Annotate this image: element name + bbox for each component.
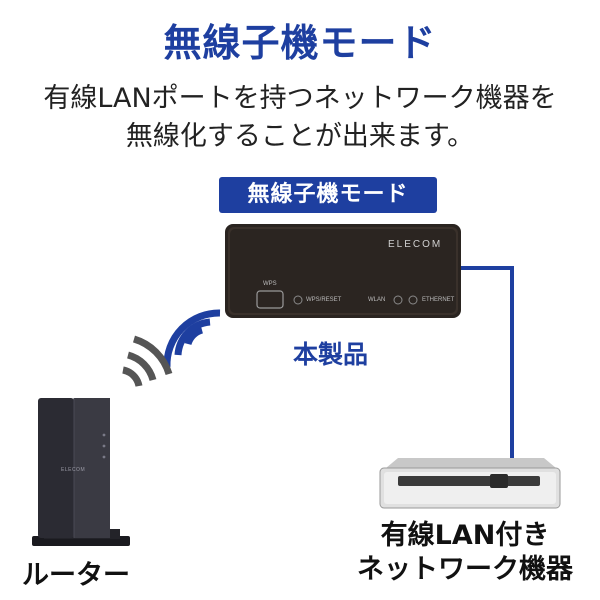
wps-reset-led-icon [293, 295, 303, 305]
wps-button [256, 290, 284, 309]
port-icon [490, 474, 508, 488]
product-caption: 本製品 [293, 340, 369, 369]
port-bar [398, 476, 540, 486]
router-signal-icon [122, 335, 173, 387]
wired-device-caption: 有線LAN付き ネットワーク機器 [335, 519, 595, 587]
wps-reset-label: WPS/RESET [306, 297, 342, 303]
router-caption: ルーター [22, 560, 130, 591]
wlan-label: WLAN [368, 297, 386, 303]
page-title: 無線子機モード [163, 21, 437, 65]
description: 有線LANポートを持つネットワーク機器を 無線化することが出来ます。 [0, 80, 600, 156]
wps-label: WPS [263, 281, 277, 287]
wired-network-device [379, 458, 561, 509]
router [32, 398, 130, 546]
ethernet-led-icon [408, 295, 418, 305]
product-device [225, 224, 461, 318]
mode-badge: 無線子機モード [219, 177, 437, 213]
description-line-2: 無線化することが出来ます。 [125, 121, 475, 152]
wlan-led-icon [393, 295, 403, 305]
device-signal-icon [163, 309, 221, 368]
wired-device-caption-line-2: ネットワーク機器 [357, 554, 573, 585]
wired-device-caption-line-1: 有線LAN付き [380, 520, 550, 551]
device-brand-logo: ELECOM [388, 239, 443, 250]
lan-cable [458, 266, 514, 468]
router-brand-logo: ELECOM [61, 467, 86, 473]
ethernet-label: ETHERNET [422, 297, 455, 303]
description-line-1: 有線LANポートを持つネットワーク機器を [43, 83, 557, 114]
